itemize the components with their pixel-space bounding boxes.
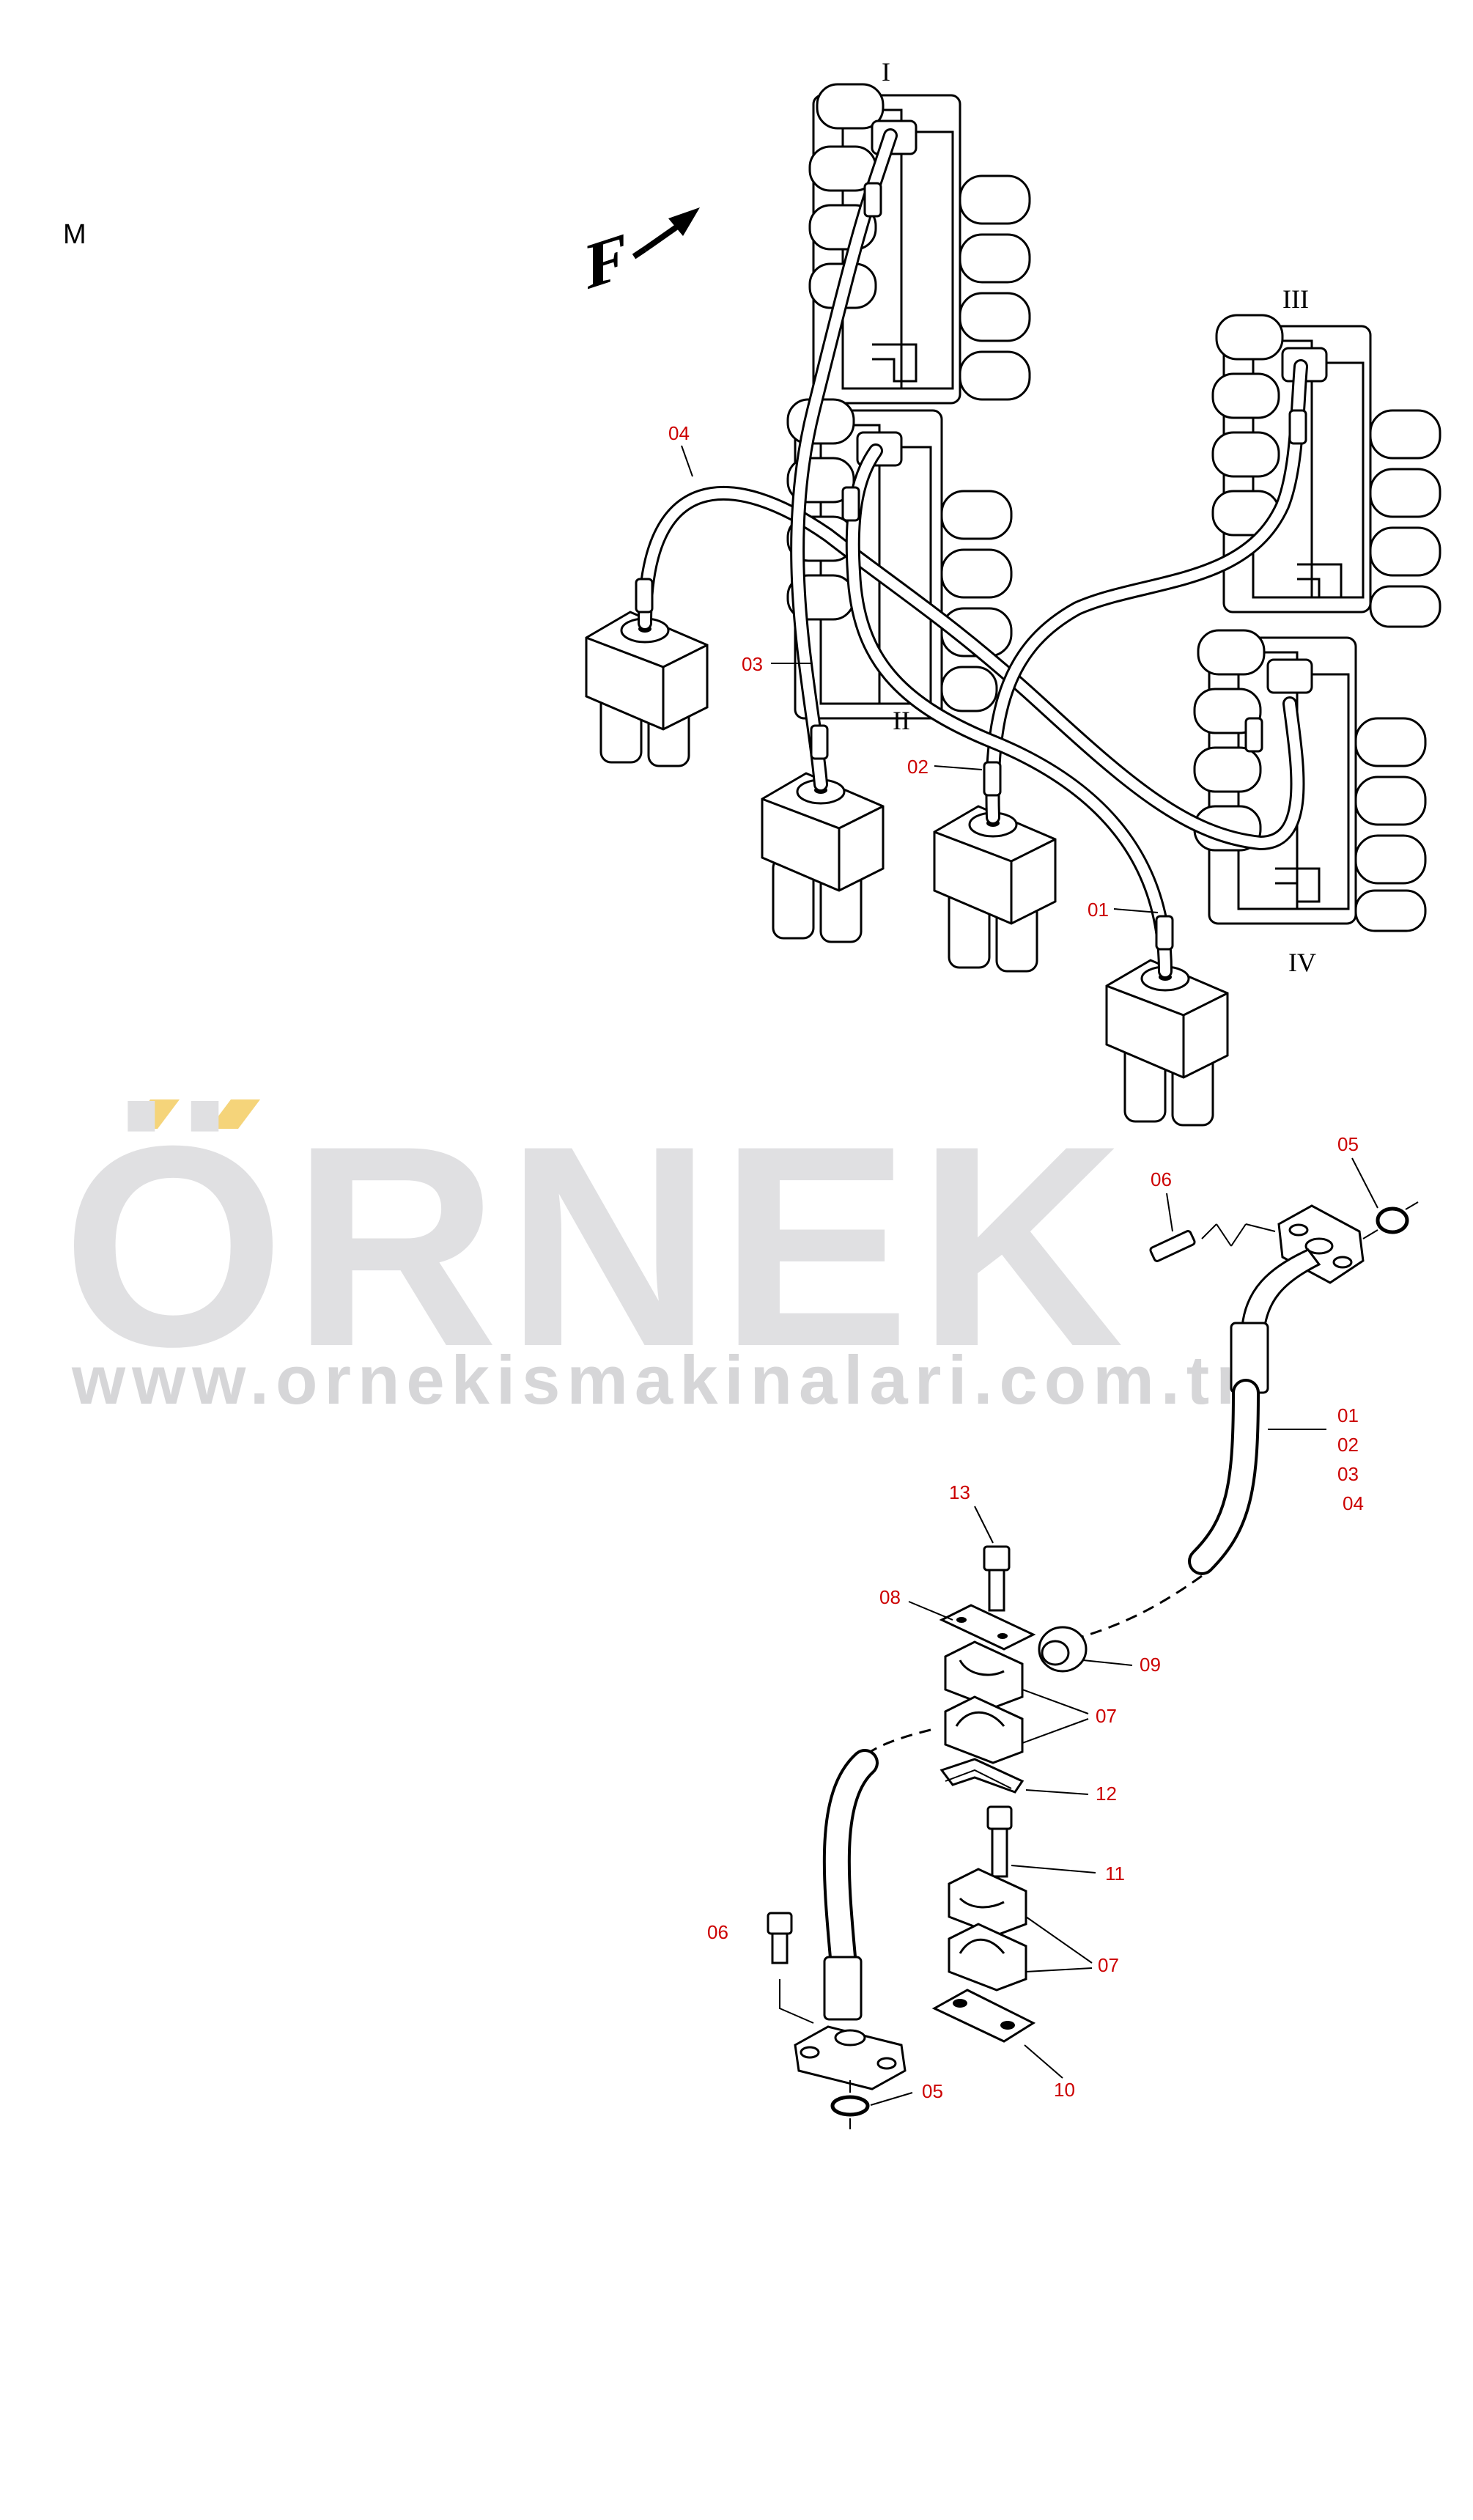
clamp-half-upper-1 bbox=[944, 1640, 1024, 1709]
pilot-block-1 bbox=[1105, 959, 1229, 1127]
valve-bank-2 bbox=[786, 398, 1013, 720]
callout-05-top: 05 bbox=[1337, 1133, 1359, 1155]
callout-10: 10 bbox=[1054, 2079, 1075, 2101]
callout-05-lower: 05 bbox=[922, 2080, 943, 2102]
hose-list-04: 04 bbox=[1343, 1492, 1364, 1514]
watermark-brand: ÖRNEK bbox=[62, 1086, 1131, 1406]
hose-list-02: 02 bbox=[1337, 1434, 1359, 1456]
watermark-accent-right bbox=[209, 1099, 260, 1129]
callout-04: 04 bbox=[668, 422, 690, 444]
watermark: ÖRNEK www.ornekismakinalari.com.tr bbox=[62, 1086, 1249, 1418]
valve-group-label-4: IV bbox=[1288, 948, 1316, 977]
watermark-accent-left bbox=[128, 1099, 180, 1129]
clamp-half-upper-2 bbox=[944, 1695, 1024, 1764]
direction-arrow-head bbox=[668, 207, 700, 236]
direction-indicator: F bbox=[586, 207, 700, 304]
grommet bbox=[1038, 1626, 1088, 1673]
valve-group-label-1: I bbox=[882, 57, 890, 86]
valve-group-label-2: II bbox=[893, 706, 910, 735]
screw-top bbox=[1149, 1230, 1196, 1262]
callout-03: 03 bbox=[742, 653, 763, 675]
pilot-block-3 bbox=[761, 772, 885, 943]
callout-13: 13 bbox=[949, 1481, 970, 1503]
callout-07-upper: 07 bbox=[1096, 1705, 1117, 1727]
direction-letter: F bbox=[586, 218, 627, 303]
callout-02: 02 bbox=[907, 756, 929, 778]
watermark-url: www.ornekismakinalari.com.tr bbox=[71, 1341, 1249, 1418]
callout-08: 08 bbox=[879, 1586, 901, 1608]
callout-06-top: 06 bbox=[1151, 1168, 1172, 1190]
callout-06-lower: 06 bbox=[707, 1921, 728, 1943]
direction-arrow-shaft bbox=[643, 221, 684, 252]
clamp-half-lower-1 bbox=[948, 1868, 1027, 1937]
hoses-upper bbox=[635, 128, 1308, 979]
corner-letter: M bbox=[63, 219, 86, 250]
direction-arrow-tail bbox=[632, 246, 647, 259]
callout-01: 01 bbox=[1088, 899, 1109, 921]
valve-bank-4 bbox=[1193, 629, 1427, 932]
hose-list-03: 03 bbox=[1337, 1463, 1359, 1485]
o-ring-lower bbox=[830, 2095, 870, 2117]
lower-flange bbox=[794, 2025, 907, 2090]
clamp-half-lower-2 bbox=[948, 1923, 1027, 1992]
screw-lower bbox=[767, 1912, 814, 2024]
callouts-lower: 05 06 01 02 03 04 13 08 09 07 12 11 07 1… bbox=[707, 1133, 1378, 2106]
valve-bank-1 bbox=[808, 83, 1031, 405]
callout-07-lower: 07 bbox=[1098, 1954, 1119, 1976]
cover-plate bbox=[939, 1604, 1036, 1651]
detail-assembly bbox=[767, 1201, 1419, 2129]
pilot-block-4 bbox=[585, 611, 709, 767]
callout-09: 09 bbox=[1140, 1654, 1161, 1676]
callout-11: 11 bbox=[1105, 1863, 1125, 1885]
valve-bank-3 bbox=[1211, 314, 1441, 628]
callouts-upper: 04 03 02 01 bbox=[668, 422, 1159, 921]
bolt bbox=[983, 1545, 1011, 1612]
base-plate bbox=[931, 1989, 1036, 2043]
pilot-block-2 bbox=[933, 805, 1057, 973]
hose-list-01: 01 bbox=[1337, 1404, 1359, 1426]
set-screw bbox=[986, 1805, 1013, 1878]
valve-group-label-3: III bbox=[1282, 284, 1309, 314]
callout-12: 12 bbox=[1096, 1783, 1117, 1805]
o-ring-top bbox=[1376, 1206, 1409, 1234]
